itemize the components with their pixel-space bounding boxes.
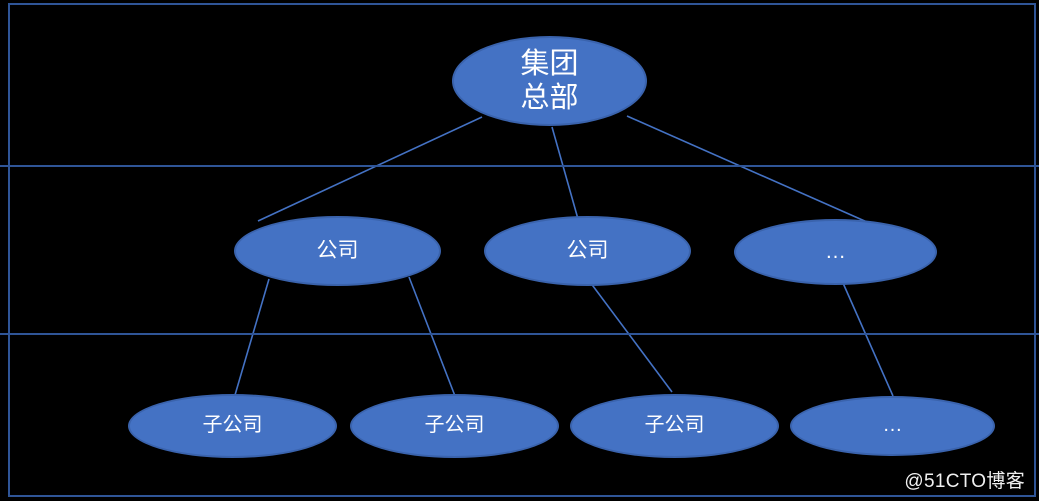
node-company-1-label: 公司 [316,238,359,262]
node-subsidiary-3-label: 子公司 [644,414,705,437]
connector-company-more-to-sub-more [842,282,894,397]
node-company-ellipsis-label: … [825,239,846,263]
node-subsidiary-ellipsis-label: … [882,414,903,437]
watermark-label: @51CTO博客 [904,471,1025,492]
node-subsidiary-3[interactable]: 子公司 [570,394,779,458]
node-company-1[interactable]: 公司 [234,216,441,286]
connector-hq-to-company-more [626,115,868,223]
node-company-ellipsis[interactable]: … [734,219,937,285]
level-divider-1 [0,165,1039,167]
node-subsidiary-2[interactable]: 子公司 [350,394,559,458]
node-group-headquarters[interactable]: 集团 总部 [452,36,647,126]
node-subsidiary-1-label: 子公司 [202,414,263,437]
node-company-2-label: 公司 [566,238,609,262]
node-subsidiary-1[interactable]: 子公司 [128,394,337,458]
node-group-headquarters-label: 集团 总部 [520,47,579,114]
connector-hq-to-company-1 [257,116,483,222]
node-subsidiary-ellipsis[interactable]: … [790,396,995,456]
level-divider-2 [0,333,1039,335]
connector-company-1-to-sub-2 [408,276,456,397]
node-subsidiary-2-label: 子公司 [424,414,485,437]
connector-company-2-to-sub-3 [589,281,673,393]
connector-hq-to-company-2 [551,126,579,220]
connector-company-1-to-sub-1 [234,278,270,396]
node-company-2[interactable]: 公司 [484,216,691,286]
